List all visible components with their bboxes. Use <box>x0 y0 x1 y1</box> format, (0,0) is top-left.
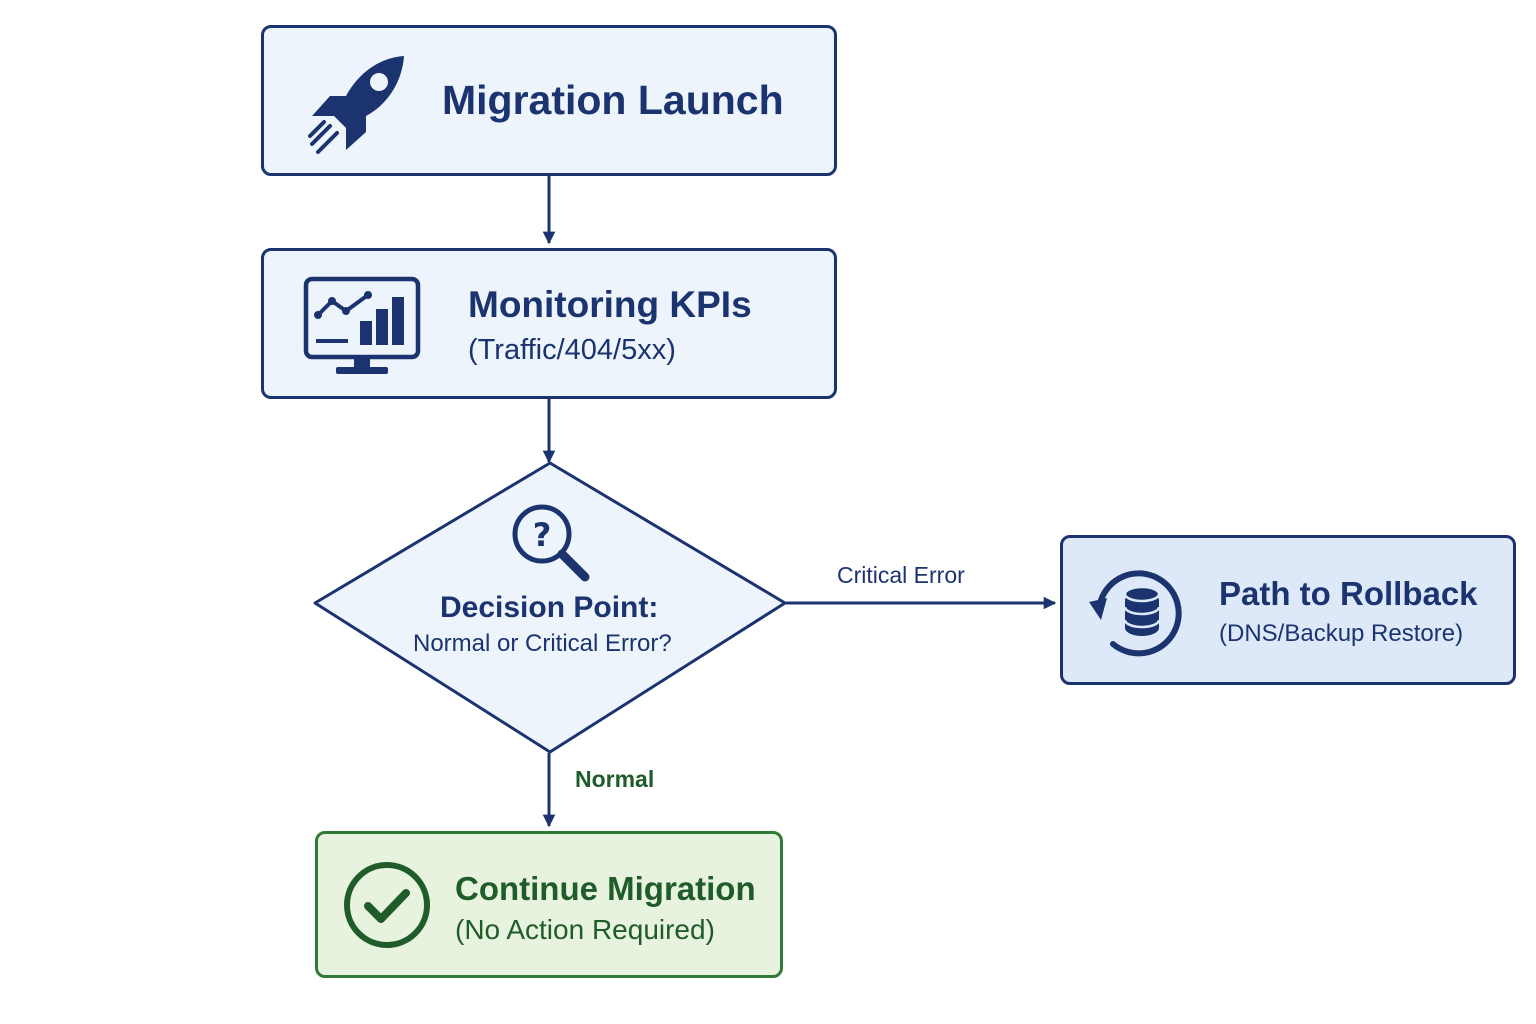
rocket-icon <box>308 56 404 154</box>
launch-title: Migration Launch <box>442 77 784 123</box>
node-continue-migration[interactable]: Continue Migration (No Action Required) <box>315 831 783 978</box>
rollback-title: Path to Rollback <box>1219 575 1478 612</box>
monitoring-subtitle: (Traffic/404/5xx) <box>468 334 676 366</box>
edge-label-critical-error: Critical Error <box>837 562 965 588</box>
decision-diamond[interactable] <box>313 461 787 754</box>
monitor-chart-icon <box>303 276 421 374</box>
decision-subtitle: Normal or Critical Error? <box>413 630 672 657</box>
continue-title: Continue Migration <box>455 870 756 907</box>
rollback-subtitle: (DNS/Backup Restore) <box>1219 620 1464 647</box>
decision-title: Decision Point: <box>440 591 659 624</box>
magnifier-question-icon: ? <box>512 504 590 582</box>
database-refresh-icon <box>1089 570 1182 657</box>
node-migration-launch[interactable]: Migration Launch <box>261 25 837 176</box>
edge-label-normal: Normal <box>575 766 655 792</box>
continue-subtitle: (No Action Required) <box>455 914 715 945</box>
monitoring-title: Monitoring KPIs <box>468 284 752 325</box>
checkmark-circle-icon <box>344 862 430 948</box>
node-monitoring-kpis[interactable]: Monitoring KPIs (Traffic/404/5xx) <box>261 248 837 399</box>
svg-text:?: ? <box>533 516 552 554</box>
node-path-to-rollback[interactable]: Path to Rollback (DNS/Backup Restore) <box>1060 535 1516 685</box>
